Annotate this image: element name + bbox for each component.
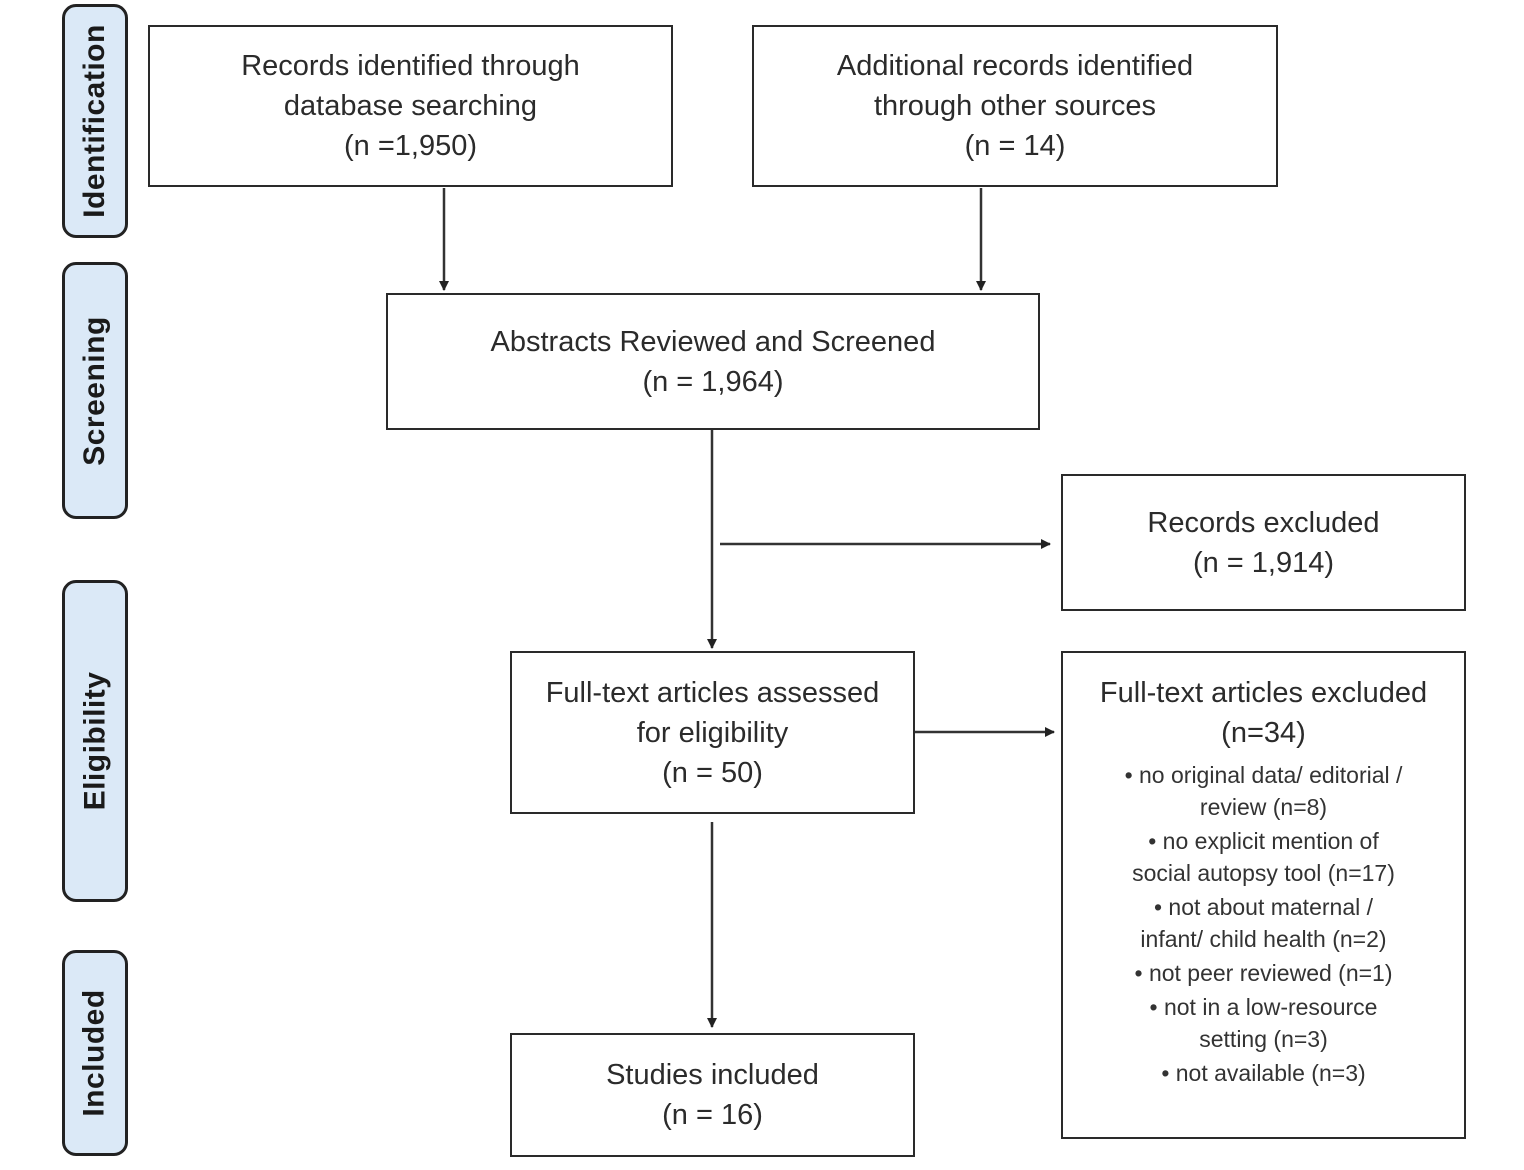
reason-text: • not about maternal / xyxy=(1153,894,1374,920)
reason-text: review (n=8) xyxy=(1199,794,1328,820)
box-other-sources: Additional records identified through ot… xyxy=(752,25,1278,187)
reason-text: setting (n=3) xyxy=(1199,1026,1328,1052)
screened-line1: Abstracts Reviewed and Screened xyxy=(490,325,936,358)
database-line2: database searching xyxy=(283,90,538,122)
box-fulltext-assessed: Full-text articles assessed for eligibil… xyxy=(510,651,915,814)
records-excluded-line1: Records excluded xyxy=(1147,506,1380,539)
fulltext-assessed-count: (n = 50) xyxy=(662,756,763,789)
list-item: • not peer reviewed (n=1) xyxy=(1125,957,1403,989)
reason-text: • no explicit mention of xyxy=(1148,828,1379,854)
stage-identification-label: Identification xyxy=(78,24,112,218)
fulltext-assessed-line1: Full-text articles assessed xyxy=(545,676,880,709)
exclusion-reasons-list: • no original data/ editorial / review (… xyxy=(1125,759,1403,1091)
records-excluded-count: (n = 1,914) xyxy=(1192,546,1335,579)
reason-text: • not peer reviewed (n=1) xyxy=(1134,960,1393,986)
list-item: • not available (n=3) xyxy=(1125,1057,1403,1089)
box-studies-included: Studies included (n = 16) xyxy=(510,1033,915,1157)
reason-text: • not in a low-resource xyxy=(1149,994,1378,1020)
screened-count: (n = 1,964) xyxy=(642,365,784,398)
stage-identification: Identification xyxy=(62,4,128,238)
database-line1: Records identified through xyxy=(241,50,580,82)
reason-text: infant/ child health (n=2) xyxy=(1140,926,1387,952)
fulltext-excluded-line1: Full-text articles excluded xyxy=(1099,677,1428,709)
box-database-records: Records identified through database sear… xyxy=(148,25,673,187)
other-sources-line1: Additional records identified xyxy=(836,50,1194,82)
box-fulltext-excluded: Full-text articles excluded (n=34) • no … xyxy=(1061,651,1466,1139)
stage-eligibility-label: Eligibility xyxy=(78,671,112,811)
database-count: (n =1,950) xyxy=(343,130,477,162)
other-sources-count: (n = 14) xyxy=(964,130,1066,162)
box-screened: Abstracts Reviewed and Screened (n = 1,9… xyxy=(386,293,1040,430)
list-item: • no original data/ editorial / review (… xyxy=(1125,759,1403,823)
stage-screening-label: Screening xyxy=(78,315,111,466)
included-line1: Studies included xyxy=(606,1059,819,1091)
stage-eligibility: Eligibility xyxy=(62,580,128,902)
list-item: • no explicit mention of social autopsy … xyxy=(1125,825,1403,889)
fulltext-assessed-line2: for eligibility xyxy=(636,716,789,749)
stage-included-label: Included xyxy=(78,989,111,1117)
included-count: (n = 16) xyxy=(662,1099,763,1131)
other-sources-line2: through other sources xyxy=(873,90,1157,122)
stage-included: Included xyxy=(62,950,128,1156)
list-item: • not about maternal / infant/ child hea… xyxy=(1125,891,1403,955)
reason-text: social autopsy tool (n=17) xyxy=(1132,860,1395,886)
stage-screening: Screening xyxy=(62,262,128,519)
reason-text: • no original data/ editorial / xyxy=(1124,762,1403,788)
list-item: • not in a low-resource setting (n=3) xyxy=(1125,991,1403,1055)
box-records-excluded: Records excluded (n = 1,914) xyxy=(1061,474,1466,611)
reason-text: • not available (n=3) xyxy=(1161,1060,1366,1086)
fulltext-excluded-count: (n=34) xyxy=(1221,717,1306,749)
